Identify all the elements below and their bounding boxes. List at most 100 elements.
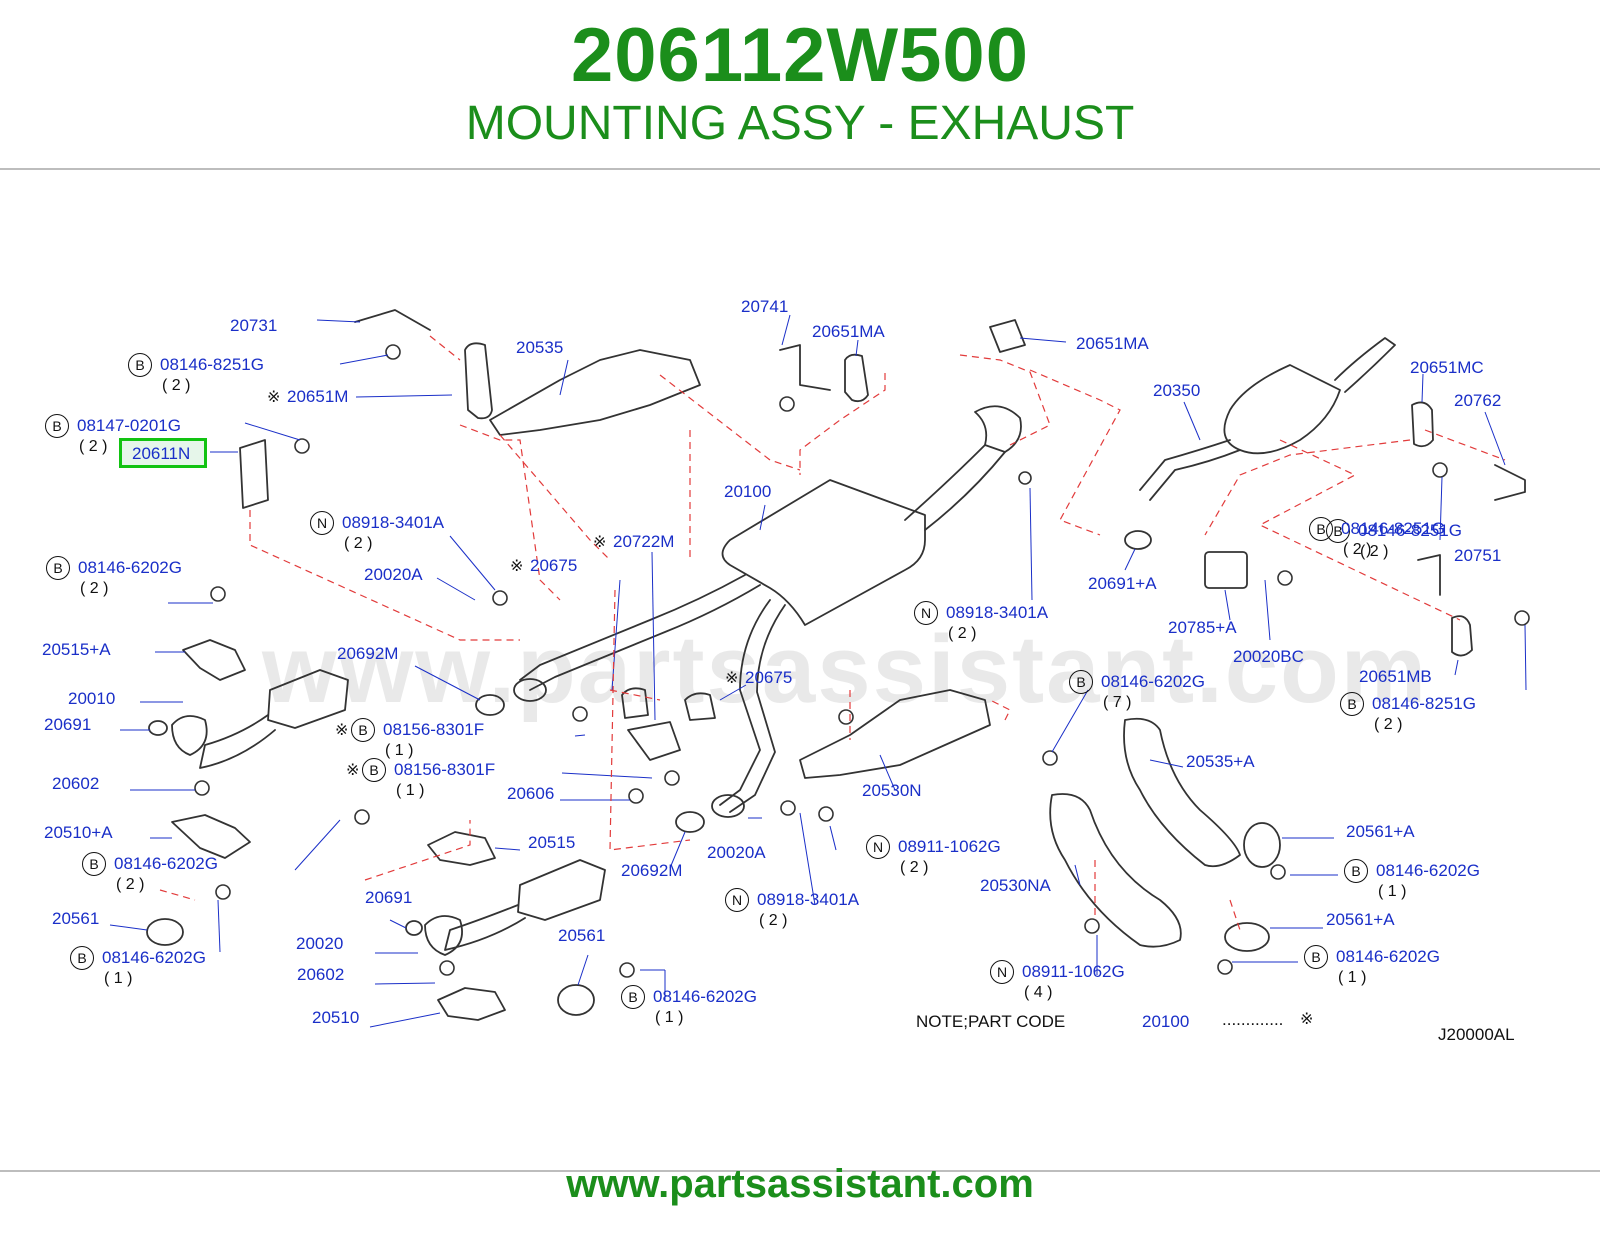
bolt-symbol-icon: B [362, 758, 386, 782]
part-number-label[interactable]: 08146-8251G [1358, 521, 1462, 540]
part-number-label[interactable]: 08146-6202G [114, 854, 218, 873]
part-number-label[interactable]: 20561+A [1346, 822, 1415, 841]
quantity-label: ( 7 ) [1103, 694, 1132, 711]
part-number-label[interactable]: 20675 [745, 668, 793, 687]
part-number-label[interactable]: 08156-8301F [394, 760, 496, 779]
highlighted-part-label[interactable]: 20611N [119, 438, 207, 468]
quantity-label: ( 1 ) [104, 970, 133, 987]
part-number-label[interactable]: 20535+A [1186, 752, 1255, 771]
top-divider [0, 168, 1600, 170]
bolt-symbol-icon: B [128, 353, 152, 377]
note-mark: ※ [346, 762, 360, 779]
part-number-label[interactable]: 08918-3401A [757, 890, 860, 909]
part-number-label[interactable]: 20020 [296, 934, 344, 953]
part-number-label[interactable]: 08146-8251G [1372, 694, 1476, 713]
quantity-label: ( 1 ) [385, 742, 414, 759]
part-number-label[interactable]: 20722M [613, 532, 675, 551]
bolt-symbol-icon: B [70, 946, 94, 970]
bolt-symbol-icon: B [1340, 692, 1364, 716]
part-number-label[interactable]: 20751 [1454, 546, 1502, 565]
part-number-label[interactable]: 08146-6202G [102, 948, 206, 967]
part-number-label[interactable]: 20692M [621, 861, 683, 880]
bolt-symbol-icon: B [45, 414, 69, 438]
quantity-label: ( 2 ) [80, 580, 109, 597]
part-number-label[interactable]: 20350 [1153, 381, 1201, 400]
part-number-label[interactable]: 20651M [287, 387, 349, 406]
part-number-label[interactable]: 20100 [724, 482, 772, 501]
part-number-label[interactable]: 20515 [528, 833, 576, 852]
quantity-label: ( 4 ) [1024, 984, 1053, 1001]
part-number-label[interactable]: 20535 [516, 338, 564, 357]
quantity-label: ( 2 ) [759, 912, 788, 929]
note-mark: ※ [335, 722, 349, 739]
bolt-symbol-icon: B [621, 985, 645, 1009]
footer-url[interactable]: www.partsassistant.com [566, 1162, 1034, 1206]
part-number-label[interactable]: 20020A [364, 565, 423, 584]
part-number-label[interactable]: 20510 [312, 1008, 360, 1027]
part-number-label[interactable]: 20675 [530, 556, 578, 575]
part-number-label[interactable]: 20762 [1454, 391, 1502, 410]
nut-symbol-icon: N [866, 835, 890, 859]
part-number-label[interactable]: 08146-6202G [78, 558, 182, 577]
bolt-symbol-icon: B [1344, 859, 1368, 883]
part-number-label[interactable]: 08156-8301F [383, 720, 485, 739]
quantity-label: ( 1 ) [1378, 883, 1407, 900]
part-number-label[interactable]: 08146-6202G [1336, 947, 1440, 966]
quantity-label: ( 2 ) [1374, 716, 1403, 733]
part-number-label[interactable]: 20741 [741, 297, 789, 316]
quantity-label: ( 1 ) [1338, 969, 1367, 986]
note-dots: ............. [1222, 1010, 1284, 1029]
part-number-label[interactable]: 20692M [337, 644, 399, 663]
part-number-label[interactable]: 08146-6202G [1101, 672, 1205, 691]
note-code: 20100 [1142, 1012, 1190, 1031]
part-number-label[interactable]: 08146-8251G [1341, 519, 1445, 538]
part-number-label[interactable]: 20020BC [1233, 647, 1304, 666]
part-number-label[interactable]: 08911-1062G [898, 837, 1001, 856]
quantity-label: ( 2 ) [116, 876, 145, 893]
quantity-label: ( 2 ) [1360, 543, 1389, 560]
part-number-label[interactable]: 20691 [365, 888, 413, 907]
part-number-label[interactable]: 08911-1062G [1022, 962, 1125, 981]
quantity-label: ( 2 ) [900, 859, 929, 876]
part-number-label[interactable]: 20530N [862, 781, 922, 800]
part-number-label[interactable]: 20651MB [1359, 667, 1432, 686]
leader-lines [109, 314, 1527, 1028]
part-number-label[interactable]: 08146-6202G [653, 987, 757, 1006]
part-number-label[interactable]: 20530NA [980, 876, 1051, 895]
part-number-label[interactable]: 20561 [52, 909, 100, 928]
note-mark: ※ [1300, 1011, 1314, 1028]
part-number-label[interactable]: 20785+A [1168, 618, 1237, 637]
part-number-label[interactable]: 20602 [297, 965, 345, 984]
part-number-label[interactable]: 20020A [707, 843, 766, 862]
note-mark: ※ [725, 670, 739, 687]
part-description-title: MOUNTING ASSY - EXHAUST [465, 97, 1135, 150]
part-number-label[interactable]: 20602 [52, 774, 100, 793]
part-number-label[interactable]: 20606 [507, 784, 555, 803]
quantity-label: ( 2 ) [162, 377, 191, 394]
part-number-label[interactable]: 20651MC [1410, 358, 1484, 377]
part-number-label[interactable]: 20651MA [1076, 334, 1149, 353]
part-number-label[interactable]: 20515+A [42, 640, 111, 659]
note-mark: ※ [267, 389, 281, 406]
part-number-label[interactable]: 08918-3401A [946, 603, 1049, 622]
part-number-label[interactable]: 20010 [68, 689, 116, 708]
part-number-label[interactable]: 20691 [44, 715, 92, 734]
part-number-label[interactable]: 20651MA [812, 322, 885, 341]
nut-symbol-icon: N [725, 888, 749, 912]
part-number-label[interactable]: 20561+A [1326, 910, 1395, 929]
note-mark: ※ [593, 534, 607, 551]
bolt-symbol-icon: B [1309, 517, 1333, 541]
bolt-symbol-icon: B [1304, 945, 1328, 969]
quantity-label: ( 2 ) [948, 625, 977, 642]
part-number-label[interactable]: 08147-0201G [77, 416, 181, 435]
part-number-label[interactable]: 20510+A [44, 823, 113, 842]
part-number-label[interactable]: 08146-8251G [160, 355, 264, 374]
part-number-label[interactable]: 20561 [558, 926, 606, 945]
part-number-label[interactable]: 20731 [230, 316, 278, 335]
part-number-label[interactable]: 20691+A [1088, 574, 1157, 593]
note-mark: ※ [510, 558, 524, 575]
bolt-symbol-icon: B [351, 718, 375, 742]
part-number-label[interactable]: 08918-3401A [342, 513, 445, 532]
part-number-label[interactable]: 08146-6202G [1376, 861, 1480, 880]
